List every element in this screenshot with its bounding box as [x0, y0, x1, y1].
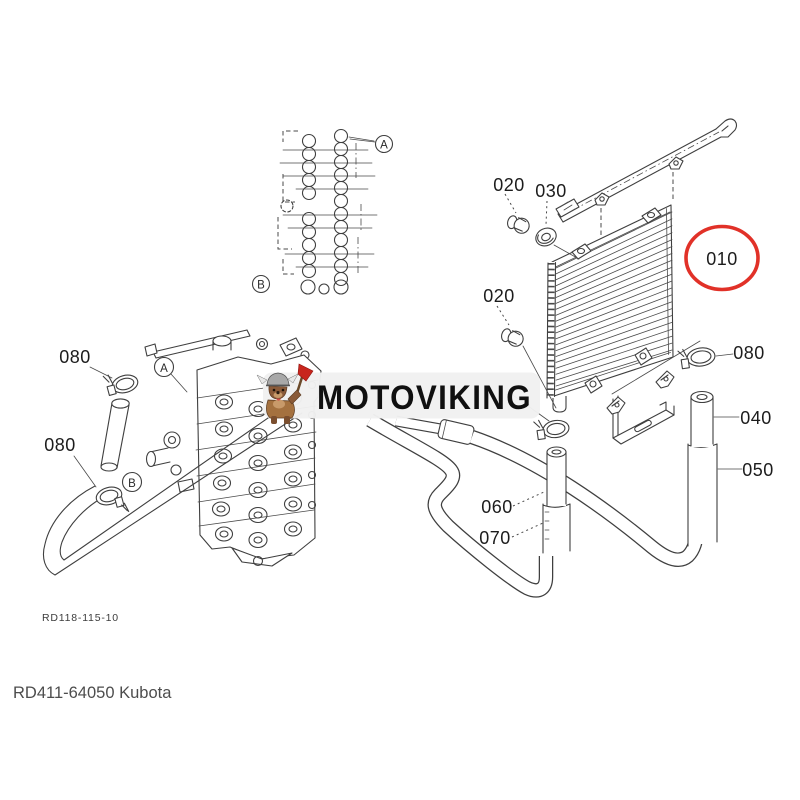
clamp-cooler-outlet — [677, 347, 716, 370]
callout-080-lower-left: 080 — [44, 435, 76, 455]
highlight-ellipse — [684, 224, 760, 292]
clip-b — [655, 370, 675, 389]
callout-080-upper-left: 080 — [59, 347, 91, 367]
oil-cooler-assembly — [501, 118, 738, 445]
port-schematic — [277, 128, 378, 295]
clip-a — [606, 396, 626, 415]
callout-040: 040 — [740, 408, 772, 428]
hose-clamp-upper-left — [102, 374, 139, 396]
pipe-center — [546, 446, 567, 507]
pipes-and-hoses — [366, 347, 718, 598]
bolt-upper — [507, 215, 530, 234]
watermark-brand-text: MOTOVIKING — [317, 379, 532, 417]
hose-clamp-lower-left — [95, 486, 130, 512]
bolt-lower — [501, 328, 524, 347]
schematic-left-ports — [280, 133, 349, 295]
clamp-center-pipe — [533, 419, 570, 441]
callouts: 010 020 030 020 080 040 050 060 070 080 … — [44, 134, 774, 548]
oil-cooler-core — [546, 204, 674, 413]
watermark: MOTOVIKING — [256, 363, 540, 424]
marker-a-schematic: A — [380, 140, 388, 152]
left-tube-and-hose — [42, 374, 303, 576]
control-valve-block — [144, 329, 322, 567]
viking-dog-icon — [256, 363, 314, 424]
watermark-band — [263, 372, 540, 419]
hose-cuff — [437, 419, 475, 445]
callout-030: 030 — [535, 181, 567, 201]
callout-010: 010 — [706, 249, 738, 269]
callout-020-upper: 020 — [493, 175, 525, 195]
marker-b-schematic: B — [257, 280, 265, 292]
drawing-number: RD118-115-10 — [42, 612, 119, 624]
schematic-right-ports — [333, 128, 349, 287]
grommet — [535, 227, 557, 247]
hose-right-sleeve — [687, 443, 718, 547]
callout-050: 050 — [742, 460, 774, 480]
hose-center-sleeve — [542, 503, 571, 554]
callout-060: 060 — [481, 497, 513, 517]
callout-070: 070 — [479, 528, 511, 548]
marker-a-valve: A — [160, 363, 168, 375]
marker-b-valve: B — [128, 478, 136, 490]
lower-bracket — [611, 340, 701, 445]
callout-020-lower: 020 — [483, 286, 515, 306]
callout-080-right: 080 — [733, 343, 765, 363]
part-caption: RD411-64050 Kubota — [13, 684, 172, 702]
pipe-right — [690, 390, 714, 447]
